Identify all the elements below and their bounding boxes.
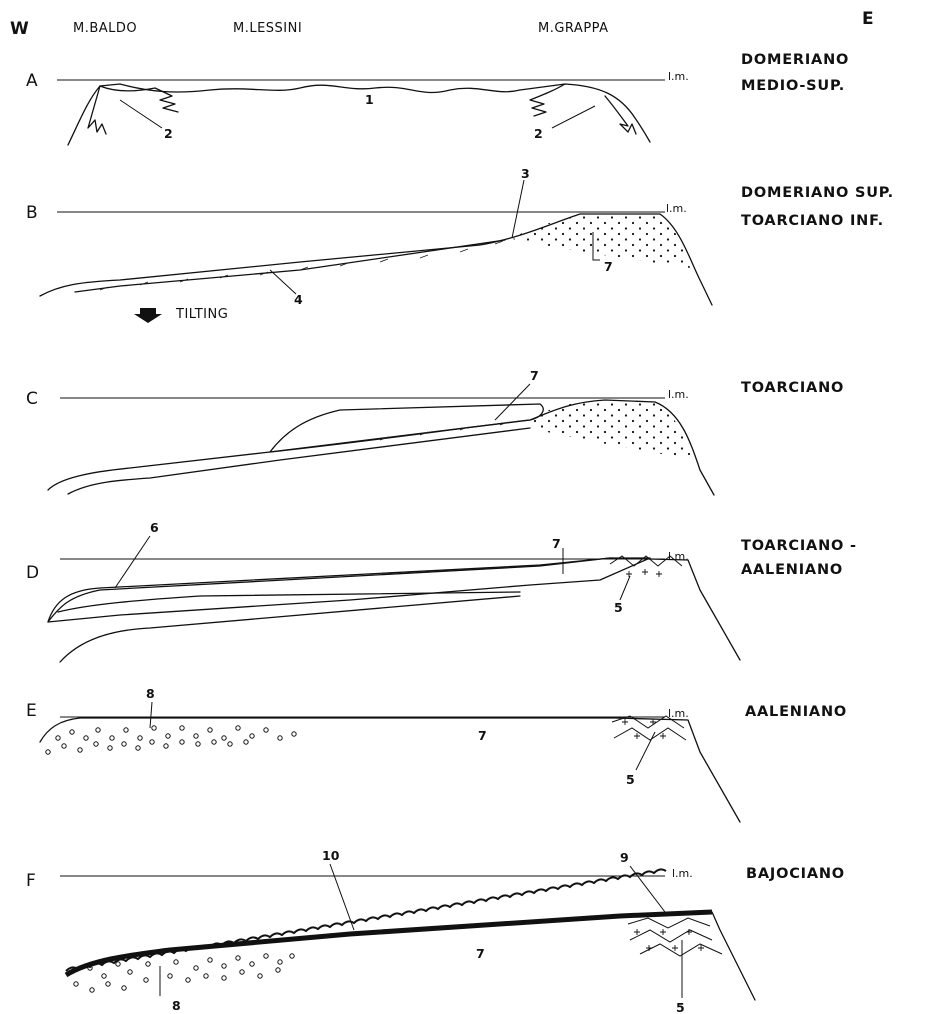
platform-profile bbox=[48, 558, 740, 660]
stage-a-line1: DOMERIANO bbox=[741, 52, 849, 68]
stage-d-line2: AALENIANO bbox=[741, 562, 843, 578]
leader-10 bbox=[330, 864, 354, 930]
panel-b: B l.m. 4 3 7 TILTING DOMERIANO SUP. TOAR… bbox=[26, 166, 894, 323]
unit-label-9: 9 bbox=[620, 850, 629, 865]
panel-letter-f: F bbox=[26, 871, 36, 891]
unit-label-2-right: 2 bbox=[534, 126, 543, 141]
oolitic-fill bbox=[48, 558, 650, 622]
unit-label-5: 5 bbox=[614, 600, 623, 615]
stage-b-line1: DOMERIANO SUP. bbox=[741, 185, 894, 201]
leader-5 bbox=[620, 576, 630, 600]
unit-label-2-left: 2 bbox=[164, 126, 173, 141]
sea-level-label: l.m. bbox=[668, 388, 689, 401]
leader-5 bbox=[636, 732, 655, 770]
unit-label-3: 3 bbox=[521, 166, 530, 181]
panel-e: E l.m. 8 7 5 AALENIANO bbox=[26, 686, 847, 822]
panel-d: D l.m. 6 7 5 TOARCIANO - AALENIANO bbox=[26, 520, 857, 662]
unit-label-8: 8 bbox=[172, 998, 181, 1013]
stage-c-line1: TOARCIANO bbox=[741, 380, 844, 396]
stage-b-line2: TOARCIANO INF. bbox=[741, 213, 884, 229]
unit-label-1: 1 bbox=[365, 92, 374, 107]
leader-4 bbox=[270, 270, 296, 294]
unit-label-7: 7 bbox=[604, 259, 613, 274]
panel-letter-e: E bbox=[26, 701, 37, 721]
locality-grappa: M.GRAPPA bbox=[538, 21, 609, 36]
unit-label-10: 10 bbox=[322, 848, 340, 863]
tilting-label: TILTING bbox=[175, 307, 228, 322]
stage-e-line1: AALENIANO bbox=[745, 704, 847, 720]
stage-a-line2: MEDIO-SUP. bbox=[741, 78, 845, 94]
margin-left bbox=[100, 86, 178, 112]
leader-6 bbox=[115, 536, 150, 588]
unit-label-5: 5 bbox=[626, 772, 635, 787]
panel-c: C l.m. 7 TOARCIANO bbox=[26, 368, 844, 495]
sea-level-label: l.m. bbox=[672, 867, 693, 880]
margin-right bbox=[530, 84, 565, 116]
thin-unit-4 bbox=[75, 240, 505, 292]
unit-label-7: 7 bbox=[552, 536, 561, 551]
stage-d-line1: TOARCIANO - bbox=[741, 538, 857, 554]
panel-f: F l.m. 10 9 7 5 8 BAJOCIANO bbox=[26, 848, 845, 1014]
locality-baldo: M.BALDO bbox=[73, 21, 137, 36]
margin-left-lower bbox=[88, 86, 106, 134]
sea-level-label: l.m. bbox=[668, 707, 689, 720]
sea-level-label: l.m. bbox=[668, 70, 689, 83]
unit-label-6: 6 bbox=[150, 520, 159, 535]
oolitic-wedge bbox=[270, 404, 543, 452]
unit-label-8: 8 bbox=[146, 686, 155, 701]
oolite-body bbox=[530, 400, 695, 460]
unit-label-5: 5 bbox=[676, 1000, 685, 1014]
platform-profile bbox=[40, 718, 740, 822]
platform-edge bbox=[712, 912, 755, 1000]
ooid-cluster bbox=[46, 726, 296, 754]
basin-floor bbox=[60, 596, 520, 662]
reef-crosses bbox=[626, 569, 662, 577]
panel-letter-b: B bbox=[26, 203, 38, 223]
panel-a: A l.m. 1 2 2 DOMERIANO MEDIO-SUP. bbox=[26, 52, 849, 145]
sea-level-label: l.m. bbox=[666, 202, 687, 215]
tilting-arrow-icon bbox=[134, 308, 162, 323]
leader-2-right bbox=[552, 106, 595, 128]
leader-2-left bbox=[120, 100, 162, 128]
leader-3 bbox=[512, 180, 524, 238]
unit-label-7: 7 bbox=[530, 368, 539, 383]
panel-letter-c: C bbox=[26, 389, 38, 409]
stage-f-line1: BAJOCIANO bbox=[746, 866, 845, 882]
panel-letter-d: D bbox=[26, 563, 39, 583]
hardground-crust-10 bbox=[66, 912, 712, 975]
shelf-profile bbox=[68, 84, 650, 145]
leader-8 bbox=[150, 702, 152, 728]
unit-label-7: 7 bbox=[476, 946, 485, 961]
unit-label-4: 4 bbox=[294, 292, 303, 307]
leader-9 bbox=[630, 866, 665, 912]
west-label: W bbox=[10, 19, 29, 39]
locality-lessini: M.LESSINI bbox=[233, 21, 302, 36]
basin-floor bbox=[68, 428, 530, 494]
unit-label-7: 7 bbox=[478, 728, 487, 743]
east-label: E bbox=[862, 9, 874, 29]
leader-7 bbox=[495, 384, 530, 420]
panel-letter-a: A bbox=[26, 71, 38, 91]
